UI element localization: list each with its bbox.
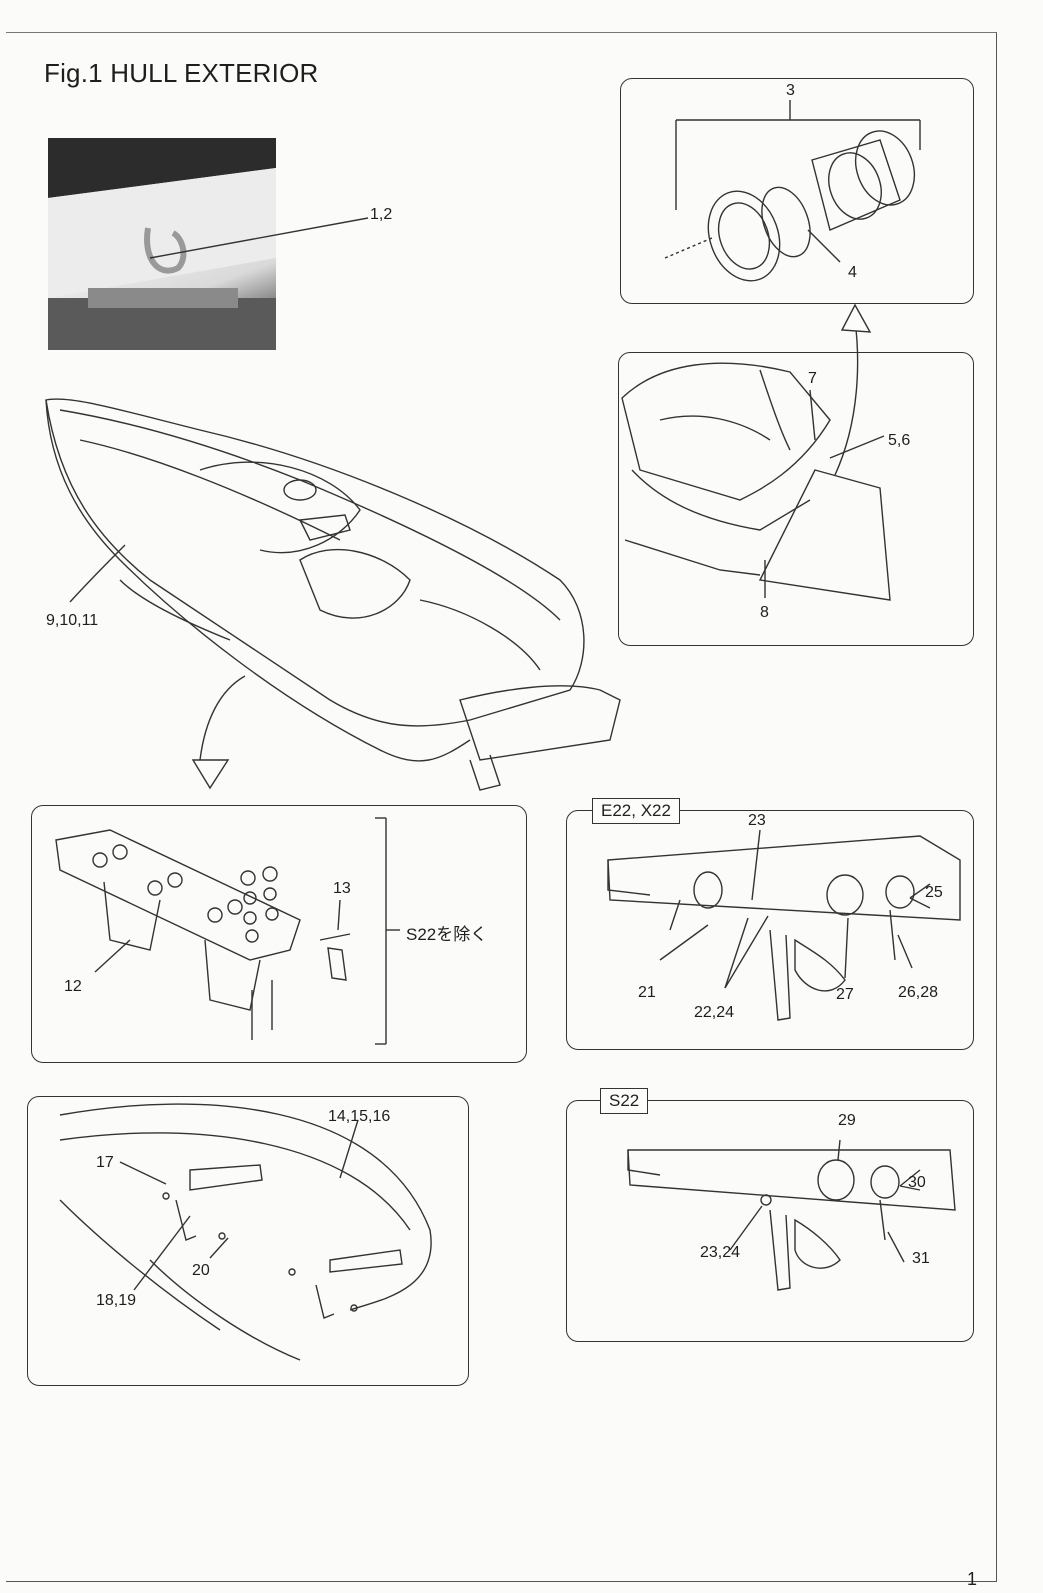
callout-27: 27: [836, 986, 854, 1003]
panel-strakes: [31, 805, 527, 1063]
callout-3: 3: [786, 82, 795, 99]
tag-e22-x22: E22, X22: [592, 798, 680, 824]
tag-s22: S22: [600, 1088, 649, 1114]
callout-14-15-16: 14,15,16: [328, 1108, 391, 1125]
callout-18-19: 18,19: [96, 1292, 137, 1309]
callout-31: 31: [912, 1250, 930, 1267]
panel-window-exploded: [620, 78, 974, 304]
panel-swim-platform-brackets: [27, 1096, 469, 1386]
callout-29: 29: [838, 1112, 856, 1129]
panel-e22-x22: [566, 810, 974, 1050]
callout-23: 23: [748, 812, 766, 829]
callout-26-28: 26,28: [898, 984, 939, 1001]
callout-30: 30: [908, 1174, 926, 1191]
note-s22-excluded: S22を除く: [406, 925, 488, 944]
callout-20: 20: [192, 1262, 210, 1279]
bow-eye-photo: [48, 138, 276, 350]
callout-23-24: 23,24: [700, 1244, 741, 1261]
page-number: 1: [966, 1569, 977, 1589]
panel-stern-top: [618, 352, 974, 646]
callout-17: 17: [96, 1154, 114, 1171]
callout-13: 13: [333, 880, 351, 897]
callout-12: 12: [64, 978, 82, 995]
figure-title: Fig.1 HULL EXTERIOR: [44, 58, 319, 88]
callout-1-2: 1,2: [370, 206, 393, 223]
callout-4: 4: [848, 264, 857, 281]
callout-22-24: 22,24: [694, 1004, 735, 1021]
callout-9-10-11: 9,10,11: [46, 612, 99, 629]
callout-25: 25: [925, 884, 943, 901]
callout-21: 21: [638, 984, 656, 1001]
callout-8: 8: [760, 604, 769, 621]
page-frame: [6, 32, 997, 1582]
callout-5-6: 5,6: [888, 432, 911, 449]
panel-s22: [566, 1100, 974, 1342]
callout-7: 7: [808, 370, 817, 387]
